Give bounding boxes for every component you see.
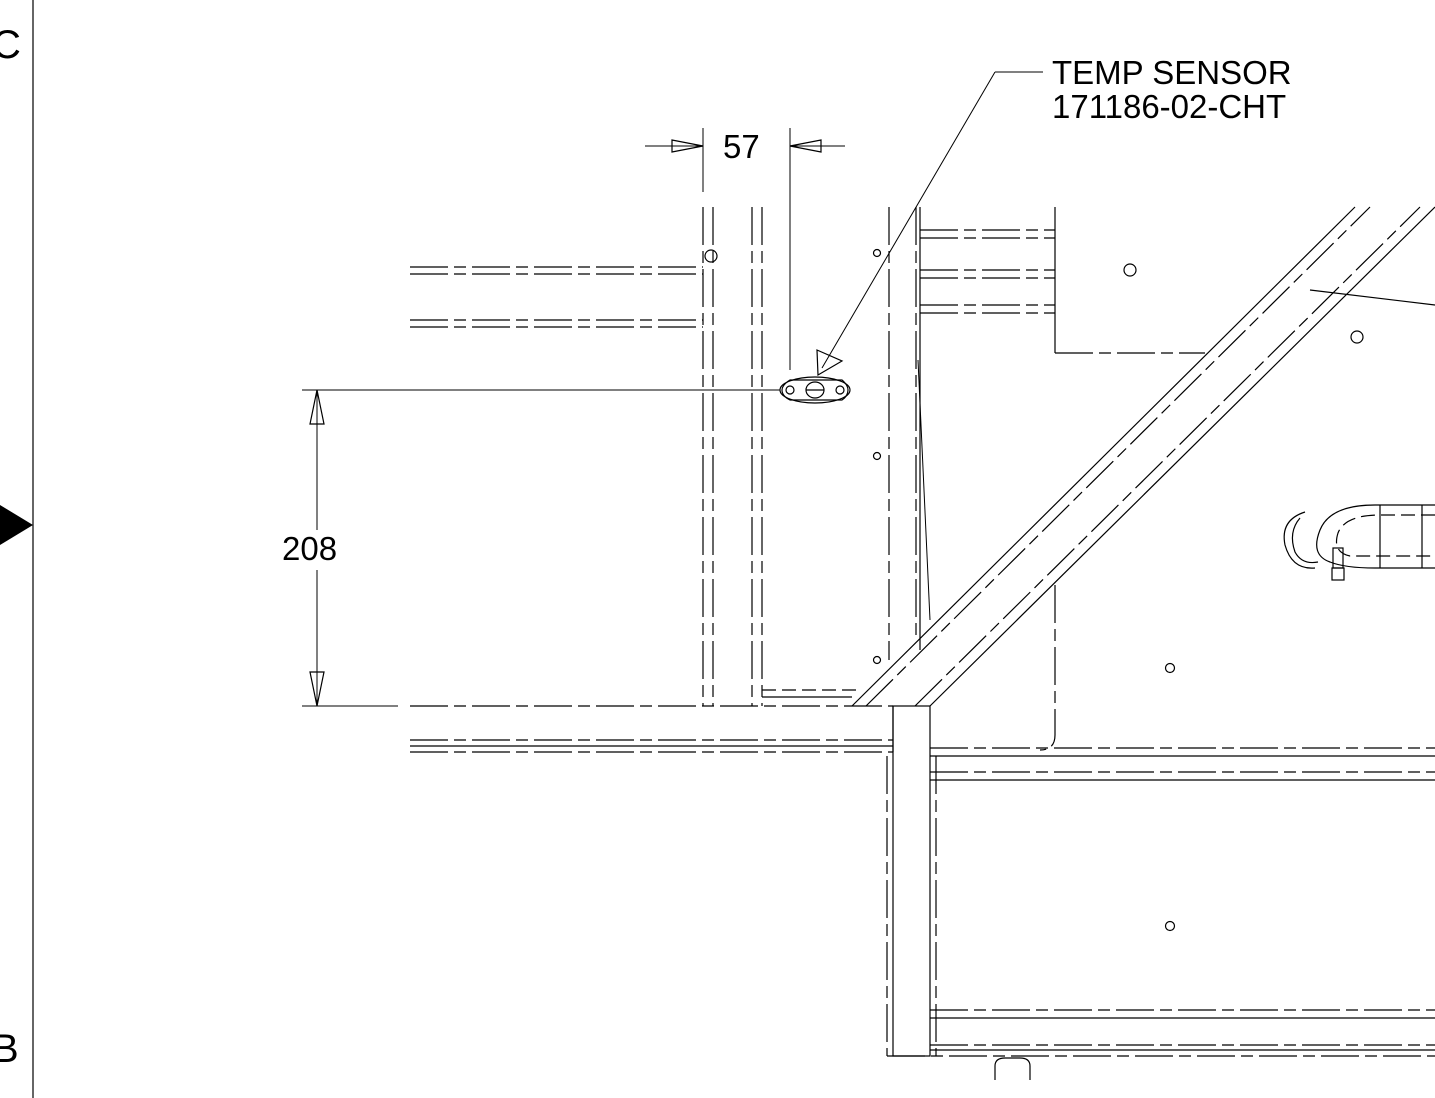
lower-right-members [887,585,1435,1080]
vertical-post-left [702,207,858,706]
mounting-holes [872,248,1364,932]
dimension-horizontal-value: 57 [723,128,760,165]
upper-left-members [410,266,703,328]
upper-right-members [920,207,1435,354]
hose-fitting [1283,504,1435,581]
temp-sensor-symbol [779,376,851,404]
dimension-vertical [302,389,780,707]
vertical-post-right [888,207,931,660]
dimension-vertical-value: 208 [282,530,337,567]
dimension-horizontal [645,128,845,370]
callout-part-number: 171186-02-CHT [1052,88,1286,125]
hole-marker [704,249,718,263]
corner-column [886,705,937,1057]
zone-label-bottom: B [0,1027,19,1071]
callout-title: TEMP SENSOR [1052,54,1292,91]
diagonal-brace [851,206,1435,707]
lower-left-member [410,705,894,753]
zone-label-top: C [0,23,21,67]
sensor-callout-leader [816,71,1043,377]
zone-arrow-marker [0,505,33,545]
